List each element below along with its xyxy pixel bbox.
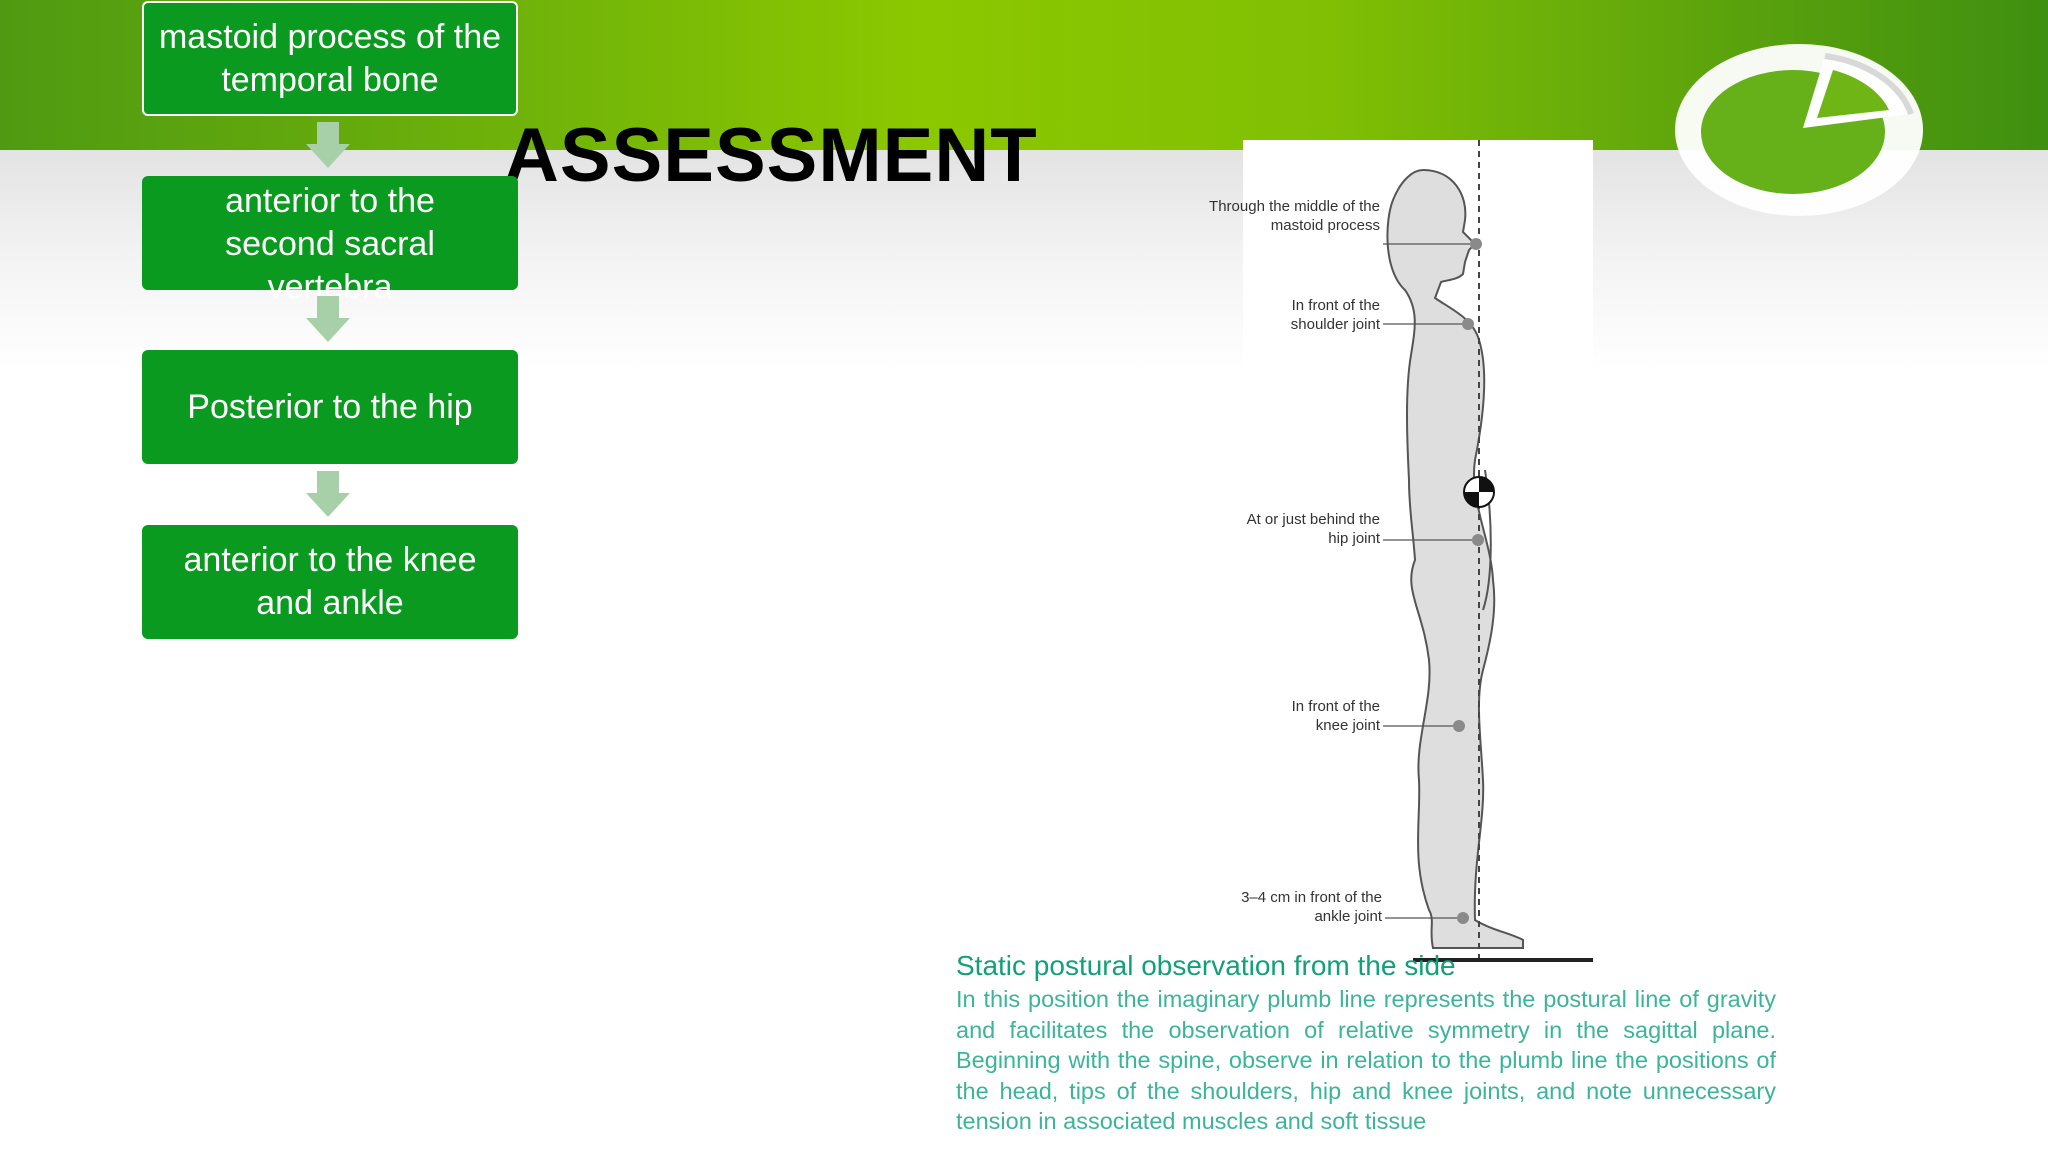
page-title: ASSESSMENT (504, 113, 1038, 198)
flow-box-label: Posterior to the hip (187, 387, 473, 426)
down-arrow-icon (306, 122, 350, 168)
figure-label-ankle: 3–4 cm in front of the ankle joint (1241, 889, 1382, 925)
flow-box-mastoid: mastoid process of the temporal bone (142, 1, 518, 116)
flow-box-sacral: anterior to the second sacral vertebra (142, 176, 518, 306)
flow-box-knee-ankle: anterior to the knee and ankle (142, 525, 518, 639)
flow-box-label: anterior to the second sacral vertebra (225, 181, 435, 306)
figure-label-shoulder: In front of the shoulder joint (1290, 297, 1380, 333)
caption-body: In this position the imaginary plumb lin… (956, 986, 1776, 1134)
logo-icon (1675, 44, 1923, 216)
figure-label-hip: At or just behind the hip joint (1246, 511, 1380, 547)
down-arrow-icon (306, 296, 350, 342)
caption-title: Static postural observation from the sid… (956, 950, 1456, 981)
flow-box-label: anterior to the knee and ankle (183, 541, 477, 622)
flow-box-hip: Posterior to the hip (142, 350, 518, 464)
body-silhouette (1386, 168, 1524, 949)
plumb-line-figure (1383, 140, 1593, 962)
flow-box-label: mastoid process of the temporal bone (158, 17, 502, 99)
figure-label-knee: In front of the knee joint (1291, 698, 1380, 734)
down-arrow-icon (306, 471, 350, 517)
figure-label-mastoid: Through the middle of the mastoid proces… (1209, 198, 1380, 234)
